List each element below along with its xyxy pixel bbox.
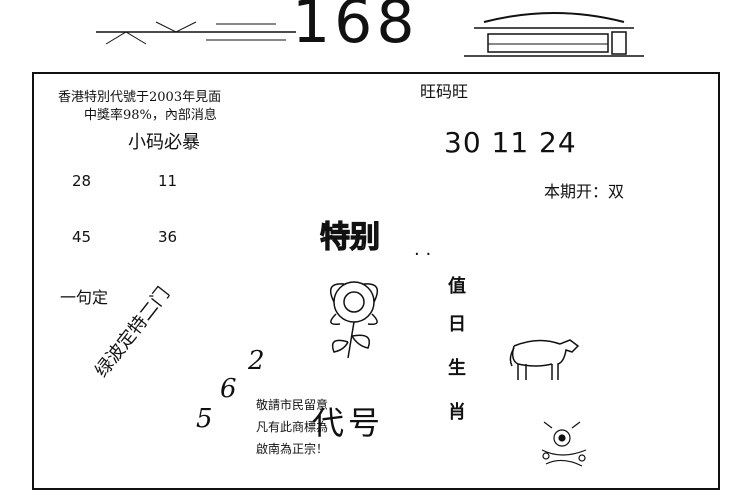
- dots: · ·: [414, 244, 432, 265]
- brand-name: 旺码旺: [420, 82, 469, 101]
- intro-line-1: 香港特別代號于2003年見面: [58, 90, 222, 105]
- flower-illustration-icon: [304, 262, 404, 366]
- code-digit: 2: [248, 346, 265, 376]
- number-cell: 45: [72, 228, 92, 246]
- code-label: 代号: [312, 404, 385, 442]
- page-title: 168: [292, 0, 419, 57]
- stamp-line: 凡有此商標為: [256, 420, 329, 434]
- one-sentence-label: 一句定: [60, 288, 109, 307]
- stamp-line: 啟南為正宗！: [256, 442, 329, 456]
- small-code-title: 小码必暴: [128, 132, 200, 153]
- number-cell: 28: [72, 172, 92, 190]
- code-digit: 6: [220, 374, 237, 404]
- number-cell: 36: [158, 228, 178, 246]
- header-right-building-icon: [464, 6, 644, 62]
- duty-char: 值: [448, 276, 466, 297]
- stamp-line: 敬請市民留意: [256, 398, 329, 412]
- duty-char: 生: [448, 358, 466, 379]
- main-frame: [32, 72, 720, 490]
- draw-date: 30 11 24: [444, 126, 577, 159]
- number-cell: 11: [158, 172, 178, 190]
- special-label: 特别: [319, 219, 380, 255]
- duty-char: 日: [448, 314, 466, 335]
- header-left-ornament: [96, 10, 296, 54]
- intro-line-2: 中獎率98%，內部消息: [84, 108, 217, 123]
- duty-char: 肖: [448, 402, 466, 423]
- flower-ornament-icon: [532, 420, 596, 478]
- cow-icon: [508, 330, 580, 388]
- code-digit: 5: [196, 404, 213, 434]
- period-open: 本期开：双: [544, 182, 625, 201]
